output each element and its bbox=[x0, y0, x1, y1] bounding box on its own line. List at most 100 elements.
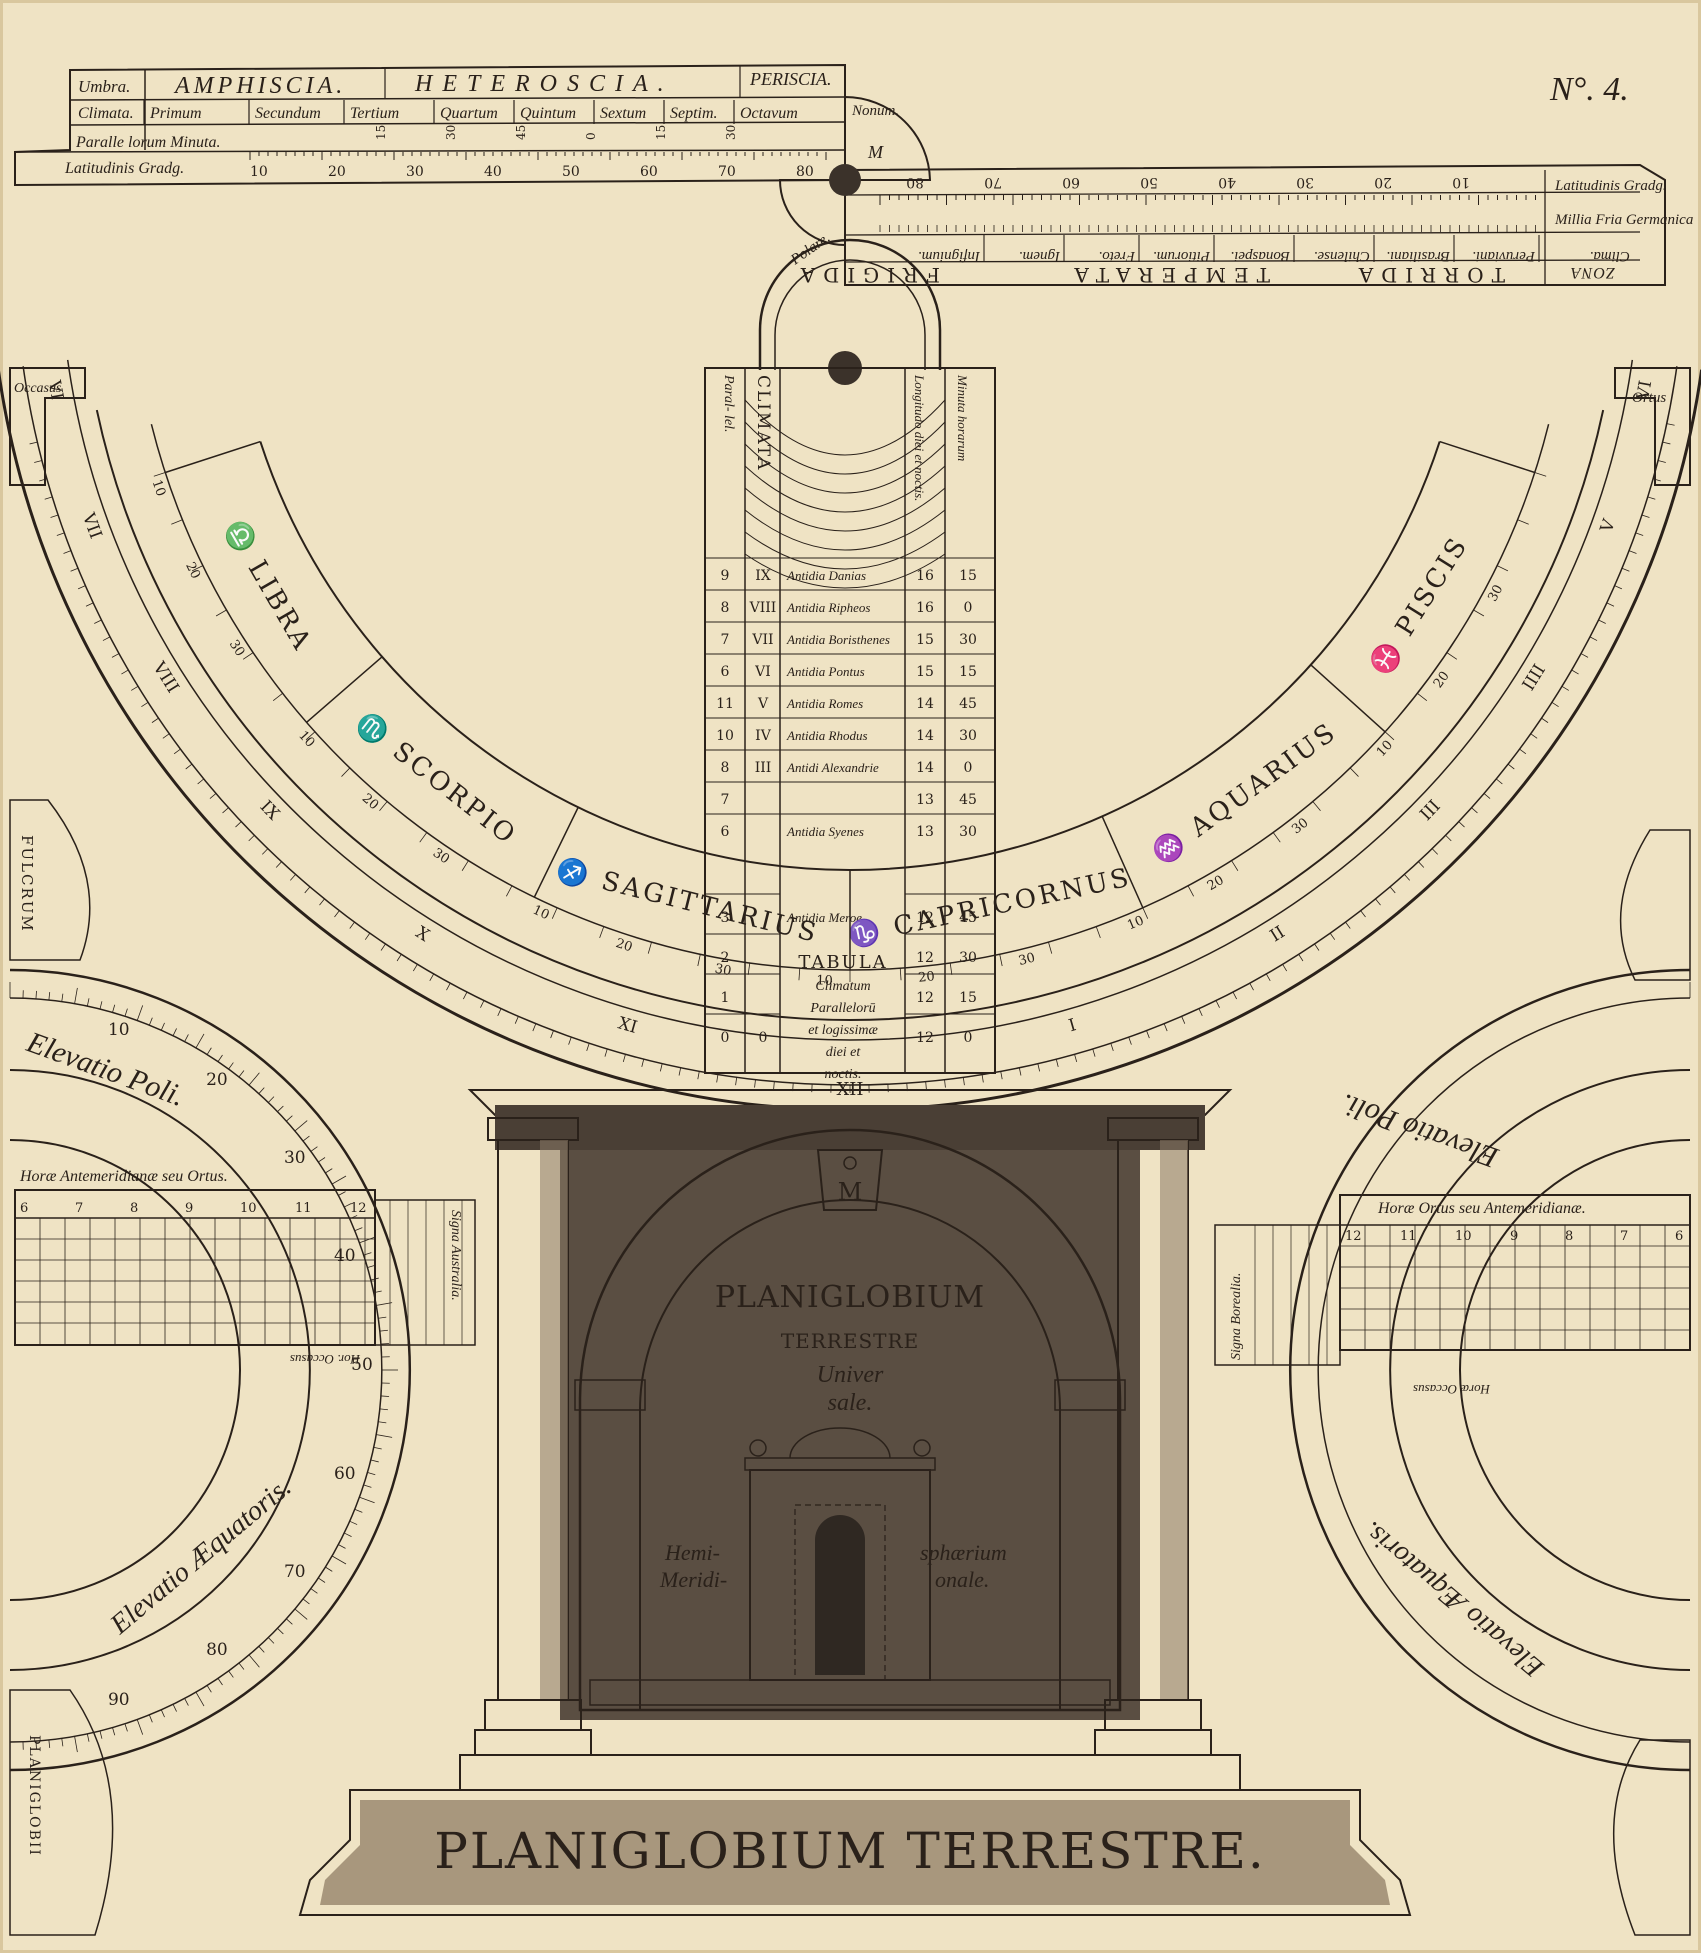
quadrant-degree-label: 60 bbox=[334, 1464, 356, 1484]
degree-tick-label: 30 bbox=[406, 164, 424, 180]
table-hours: 12 bbox=[916, 910, 934, 926]
left-band-tick: 9 bbox=[185, 1201, 193, 1216]
table-minutes: 0 bbox=[964, 600, 973, 616]
right-clima-cell: Bonaspei. bbox=[1230, 248, 1290, 264]
right-degree-tick-label: 80 bbox=[906, 174, 924, 190]
table-minutes: 30 bbox=[959, 632, 977, 648]
right-ruler-row3-label: Millia Fria Germanica bbox=[1554, 212, 1693, 228]
arch-right-caption-2: onale. bbox=[935, 1567, 989, 1592]
table-minutes: 30 bbox=[959, 950, 977, 966]
right-clima-cell: Peruviani. bbox=[1472, 248, 1536, 264]
tabula-line: noctis. bbox=[825, 1067, 862, 1082]
table-minutes: 15 bbox=[959, 568, 977, 584]
arch-left-caption-2: Meridi- bbox=[659, 1567, 727, 1592]
base-title: PLANIGLOBIUM TERRESTRE. bbox=[434, 1822, 1266, 1880]
table-hours: 13 bbox=[916, 792, 934, 808]
table-hours: 12 bbox=[916, 950, 934, 966]
left-band-tick: 11 bbox=[295, 1201, 312, 1216]
degree-tick-label: 20 bbox=[328, 164, 346, 180]
right-horae-occasus: Horæ Occasus bbox=[1413, 1382, 1491, 1397]
table-paral: 1 bbox=[721, 990, 730, 1006]
zodiac-degree-label: 20 bbox=[182, 560, 203, 581]
table-clima: IV bbox=[755, 728, 772, 744]
hour-numeral: VI bbox=[1633, 379, 1656, 402]
arch-line3: Univer bbox=[817, 1362, 884, 1388]
hour-numeral: I bbox=[1066, 1015, 1078, 1036]
hour-numeral: VI bbox=[44, 378, 67, 401]
right-degree-tick-label: 70 bbox=[984, 174, 1002, 190]
zodiac-degree-label: 20 bbox=[614, 936, 634, 955]
right-column bbox=[1094, 1117, 1212, 1756]
left-band-tick: 6 bbox=[20, 1201, 28, 1216]
top-ruler: Umbra. AMPHISCIA. HETEROSCIA. PERISCIA. … bbox=[14, 63, 932, 187]
degree-tick-label: 60 bbox=[640, 164, 658, 180]
right-clima-cell: Chilense. bbox=[1314, 248, 1370, 264]
right-clima-cell: Infignium. bbox=[918, 248, 981, 264]
table-antidia: Antidia Rhodus bbox=[786, 728, 868, 743]
table-hours: 14 bbox=[916, 760, 934, 776]
right-clima-cell: Ignem. bbox=[1019, 248, 1061, 264]
degree-tick-label: 40 bbox=[484, 164, 502, 180]
table-antidia: Antidia Pontus bbox=[786, 664, 865, 679]
right-band-tick: 6 bbox=[1675, 1229, 1683, 1244]
right-band-tick: 11 bbox=[1400, 1229, 1417, 1244]
quadrant-degree-label: 70 bbox=[284, 1562, 306, 1582]
right-ruler-row2-clima: Clima.Peruviani.Brasiliani.Chilense.Bona… bbox=[918, 235, 1630, 264]
table-clima: VI bbox=[754, 664, 771, 680]
quadrant-degree-label: 50 bbox=[351, 1355, 373, 1375]
right-degree-tick-label: 60 bbox=[1062, 174, 1080, 190]
table-header-minuta: Minuta horarum bbox=[955, 374, 970, 461]
table-paral: 7 bbox=[721, 792, 730, 808]
degree-tick-label: 50 bbox=[562, 164, 580, 180]
climata-cell: Quintum bbox=[520, 105, 576, 122]
left-hor-occasus: Hor. Occasus bbox=[290, 1352, 361, 1367]
ruler-row1-2: HETEROSCIA. bbox=[414, 71, 674, 97]
minute-tick-label: 15 bbox=[374, 125, 388, 140]
right-zona-cell: ZONA bbox=[1570, 264, 1615, 281]
right-zona-cell: TORRIDA bbox=[1351, 263, 1505, 287]
minute-tick-label: 30 bbox=[444, 125, 458, 140]
table-paral: 8 bbox=[721, 600, 730, 616]
tabula-line: et logissimæ bbox=[808, 1023, 878, 1038]
table-clima: V bbox=[757, 696, 769, 712]
ruler-row1-1: AMPHISCIA. bbox=[173, 73, 346, 99]
minute-tick-label: 30 bbox=[724, 125, 738, 140]
quadrant-degree-label: 20 bbox=[206, 1070, 228, 1090]
climata-cell: Secundum bbox=[255, 105, 321, 122]
right-clima-cell: Pitiorum. bbox=[1153, 248, 1211, 264]
table-paral: 11 bbox=[716, 696, 734, 712]
table-clima: 0 bbox=[759, 1030, 768, 1046]
table-paral: 6 bbox=[721, 824, 730, 840]
arch-subtitle: TERRESTRE bbox=[781, 1329, 919, 1353]
arch-shadow bbox=[560, 1150, 1140, 1720]
hour-numeral: XI bbox=[616, 1014, 640, 1038]
right-band-tick: 7 bbox=[1620, 1229, 1628, 1244]
table-antidia: Antidia Romes bbox=[786, 696, 863, 711]
table-hours: 13 bbox=[916, 824, 934, 840]
pivot-rivet-top bbox=[829, 164, 861, 196]
right-degree-tick-label: 40 bbox=[1218, 174, 1236, 190]
table-paral: 10 bbox=[716, 728, 734, 744]
right-clima-cell: Clima. bbox=[1590, 248, 1630, 264]
fulcrum-label: FULCRUM bbox=[18, 835, 36, 933]
table-minutes: 0 bbox=[964, 760, 973, 776]
zodiac-degree-label: 10 bbox=[530, 903, 551, 924]
table-hours: 12 bbox=[916, 990, 934, 1006]
tabula-line: Parallelorū bbox=[809, 1001, 875, 1016]
table-paral: 8 bbox=[721, 760, 730, 776]
occasus-label: Occasus bbox=[14, 381, 62, 396]
tabula-line: Climatum bbox=[815, 979, 870, 994]
zodiac-degree-label: 30 bbox=[714, 962, 733, 980]
table-antidia: Antidia Ripheos bbox=[786, 600, 870, 615]
planiglobii-label: PLANIGLOBII bbox=[26, 1735, 42, 1857]
quadrant-degree-label: 80 bbox=[206, 1640, 228, 1660]
climata-cell: Octavum bbox=[740, 105, 798, 122]
table-minutes: 15 bbox=[959, 990, 977, 1006]
